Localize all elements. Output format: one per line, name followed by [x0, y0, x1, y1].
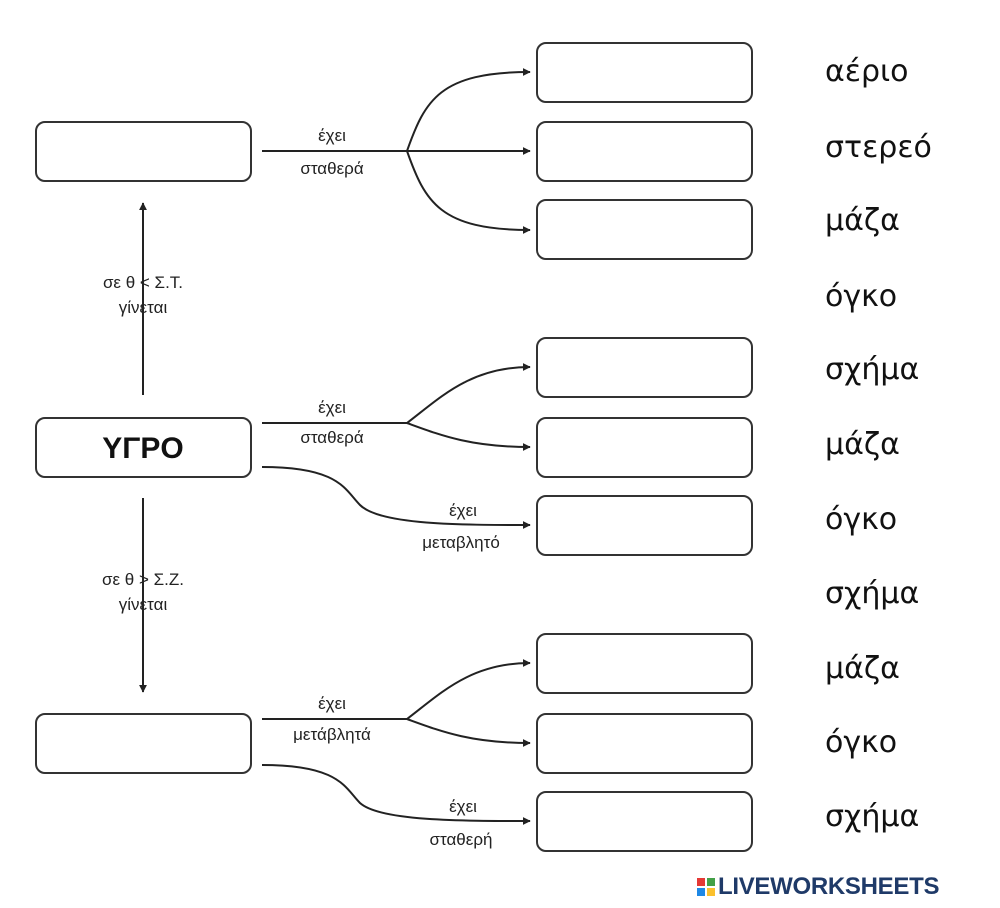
- word-bank-item-11[interactable]: σχήμα: [825, 799, 920, 834]
- bottom-branch-line1: σε θ > Σ.Ζ.: [102, 570, 184, 589]
- liquid-state-box: [35, 417, 252, 478]
- answer-box-9[interactable]: [536, 791, 753, 852]
- bot-arrow-3: [261, 764, 531, 825]
- bot-variable-label: μετάβλητά: [293, 725, 371, 744]
- top-arrow-3: [406, 150, 531, 234]
- mid-arrow-2: [406, 422, 531, 451]
- bot-arrow-2: [406, 718, 531, 747]
- answer-box-4[interactable]: [536, 337, 753, 398]
- mid-arrow-1: [406, 363, 531, 424]
- brand-text: LIVEWORKSHEETS: [718, 873, 940, 900]
- bottom-branch-line2: γίνεται: [119, 595, 168, 614]
- top-fixed-label: σταθερά: [300, 159, 363, 178]
- gas-state-drop-box[interactable]: [35, 713, 252, 774]
- bot-arrow-1: [406, 659, 531, 720]
- answer-box-2[interactable]: [536, 121, 753, 182]
- answer-box-3[interactable]: [536, 199, 753, 260]
- top-arrow-1: [406, 68, 531, 152]
- word-bank-item-7[interactable]: όγκο: [825, 502, 898, 537]
- top-branch-line1: σε θ < Σ.Τ.: [103, 273, 183, 292]
- word-bank-item-2[interactable]: στερεό: [825, 130, 932, 165]
- word-bank-item-9[interactable]: μάζα: [825, 651, 900, 686]
- answer-box-5[interactable]: [536, 417, 753, 478]
- logo-square-green: [707, 878, 715, 886]
- mid-has-label: έχει: [318, 398, 346, 417]
- top-has-label: έχει: [318, 126, 346, 145]
- top-branch-line2: γίνεται: [119, 298, 168, 317]
- mid2-variable-label: μεταβλητό: [422, 533, 500, 552]
- logo-square-red: [697, 878, 705, 886]
- word-bank-item-1[interactable]: αέριο: [825, 54, 909, 89]
- answer-box-6[interactable]: [536, 495, 753, 556]
- word-bank-item-3[interactable]: μάζα: [825, 203, 900, 238]
- word-bank-item-6[interactable]: μάζα: [825, 427, 900, 462]
- liveworksheets-logo: LIVEWORKSHEETS: [697, 873, 940, 900]
- answer-box-1[interactable]: [536, 42, 753, 103]
- bot2-fixed-label: σταθερή: [430, 830, 493, 849]
- bot-has-label: έχει: [318, 694, 346, 713]
- logo-square-yellow: [707, 888, 715, 896]
- mid2-has-label: έχει: [449, 501, 477, 520]
- bot2-has-label: έχει: [449, 797, 477, 816]
- answer-box-7[interactable]: [536, 633, 753, 694]
- logo-grid-icon: [697, 878, 715, 896]
- mid-arrow-3: [261, 466, 531, 529]
- solid-state-drop-box[interactable]: [35, 121, 252, 182]
- word-bank-item-8[interactable]: σχήμα: [825, 576, 920, 611]
- word-bank-item-5[interactable]: σχήμα: [825, 352, 920, 387]
- answer-box-8[interactable]: [536, 713, 753, 774]
- mid-fixed-label: σταθερά: [300, 428, 363, 447]
- word-bank-item-4[interactable]: όγκο: [825, 279, 898, 314]
- logo-square-blue: [697, 888, 705, 896]
- word-bank-item-10[interactable]: όγκο: [825, 725, 898, 760]
- liquid-state-label: ΥΓΡΟ: [102, 432, 183, 465]
